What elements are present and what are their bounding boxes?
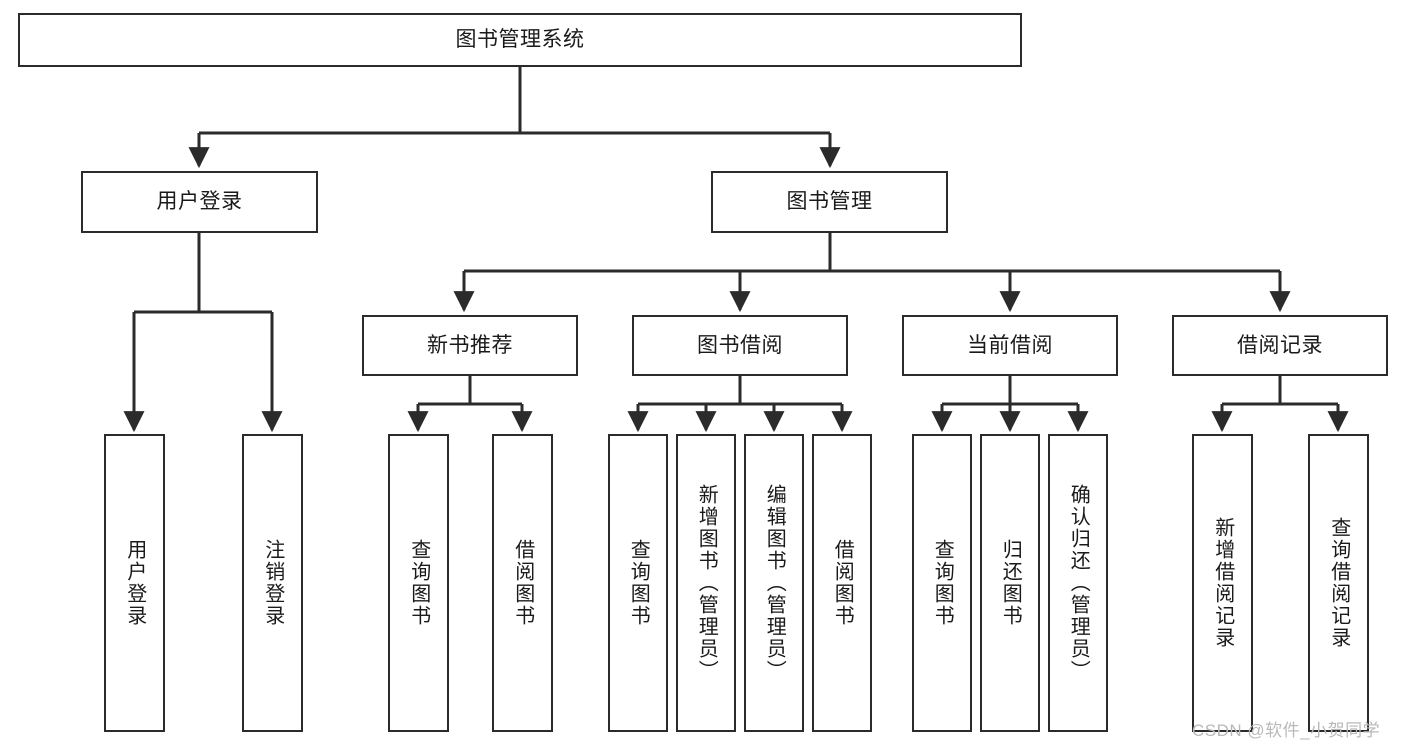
node-leaf-borrow-book-2[interactable]: 借阅图书: [812, 434, 872, 732]
node-leaf-return-book[interactable]: 归还图书: [980, 434, 1040, 732]
watermark: CSDN @软件_小贺同学: [1192, 721, 1381, 740]
node-root[interactable]: 图书管理系统: [18, 13, 1022, 67]
node-leaf-return-book-label: 归还图书: [999, 539, 1022, 627]
node-leaf-query-book-3[interactable]: 查询图书: [912, 434, 972, 732]
node-leaf-query-borrow-record[interactable]: 查询借阅记录: [1308, 434, 1369, 732]
node-leaf-add-borrow-record-label: 新增借阅记录: [1211, 517, 1234, 649]
node-leaf-query-book-2[interactable]: 查询图书: [608, 434, 668, 732]
node-leaf-borrow-book-2-label: 借阅图书: [831, 539, 854, 627]
node-leaf-user-login-label: 用户登录: [123, 539, 146, 627]
node-leaf-confirm-return-admin-label: 确认归还（管理员）: [1067, 484, 1090, 682]
node-leaf-query-book-1-label: 查询图书: [407, 539, 430, 627]
node-leaf-query-book-2-label: 查询图书: [627, 539, 650, 627]
node-book-borrow[interactable]: 图书借阅: [632, 315, 848, 376]
node-leaf-user-login[interactable]: 用户登录: [104, 434, 165, 732]
node-leaf-add-book-admin-label: 新增图书（管理员）: [695, 484, 718, 682]
node-leaf-logout-login[interactable]: 注销登录: [242, 434, 303, 732]
node-leaf-confirm-return-admin[interactable]: 确认归还（管理员）: [1048, 434, 1108, 732]
node-new-book-recommend-label: 新书推荐: [427, 333, 513, 357]
node-book-manage-label: 图书管理: [786, 190, 873, 214]
node-leaf-query-borrow-record-label: 查询借阅记录: [1327, 517, 1350, 649]
node-leaf-borrow-book-1-label: 借阅图书: [511, 539, 534, 627]
node-leaf-add-book-admin[interactable]: 新增图书（管理员）: [676, 434, 736, 732]
node-root-label: 图书管理系统: [455, 28, 585, 52]
node-leaf-add-borrow-record[interactable]: 新增借阅记录: [1192, 434, 1253, 732]
node-leaf-edit-book-admin[interactable]: 编辑图书（管理员）: [744, 434, 804, 732]
node-borrow-record[interactable]: 借阅记录: [1172, 315, 1388, 376]
node-leaf-borrow-book-1[interactable]: 借阅图书: [492, 434, 553, 732]
node-leaf-logout-login-label: 注销登录: [261, 539, 284, 627]
node-borrow-record-label: 借阅记录: [1237, 333, 1323, 357]
node-book-borrow-label: 图书借阅: [697, 333, 783, 357]
node-leaf-query-book-1[interactable]: 查询图书: [388, 434, 449, 732]
node-current-borrow-label: 当前借阅: [967, 333, 1053, 357]
node-book-manage[interactable]: 图书管理: [711, 171, 948, 233]
node-new-book-recommend[interactable]: 新书推荐: [362, 315, 578, 376]
node-user-login-label: 用户登录: [156, 190, 243, 214]
node-leaf-edit-book-admin-label: 编辑图书（管理员）: [763, 484, 786, 682]
node-leaf-query-book-3-label: 查询图书: [931, 539, 954, 627]
node-current-borrow[interactable]: 当前借阅: [902, 315, 1118, 376]
node-user-login[interactable]: 用户登录: [81, 171, 318, 233]
